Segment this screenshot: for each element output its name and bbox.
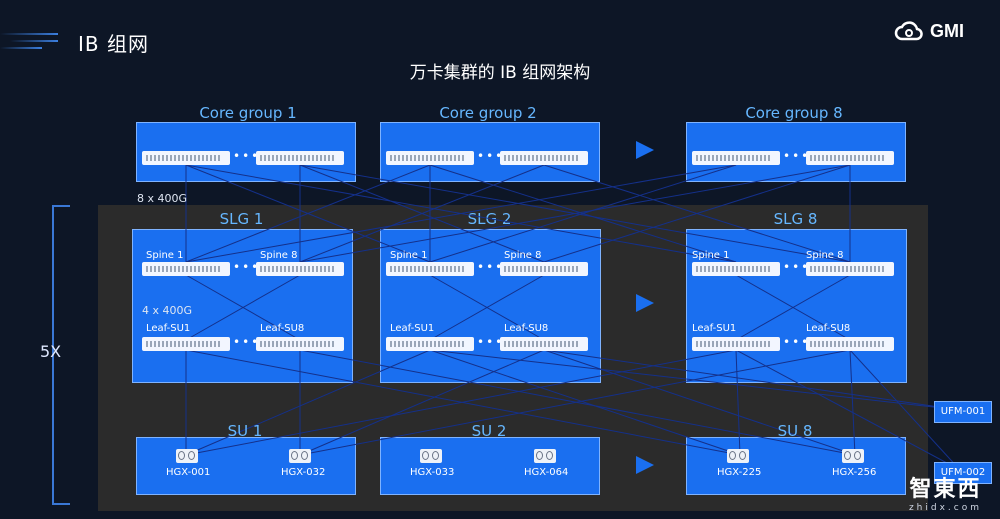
ellipsis: ••• bbox=[783, 335, 811, 349]
leaf-label: Leaf-SU1 bbox=[390, 323, 435, 334]
pod-bracket bbox=[52, 205, 72, 505]
spine-switch bbox=[386, 262, 474, 276]
ellipsis: ••• bbox=[477, 149, 505, 163]
header-decoration bbox=[10, 40, 58, 42]
gpu-server-icon bbox=[420, 449, 442, 463]
core-group-title: Core group 2 bbox=[439, 104, 537, 122]
spine-label: Spine 8 bbox=[504, 250, 542, 261]
gpu-server-icon bbox=[534, 449, 556, 463]
slg-title: SLG 1 bbox=[219, 210, 264, 228]
arrow-right-icon bbox=[636, 456, 654, 474]
spine-switch bbox=[692, 262, 780, 276]
watermark-main: 智東西 bbox=[909, 477, 982, 502]
header-decoration bbox=[0, 33, 58, 35]
watermark: 智東西 zhidx.com bbox=[909, 471, 982, 513]
su-title: SU 8 bbox=[777, 422, 813, 440]
slg-title: SLG 8 bbox=[773, 210, 818, 228]
core-switch bbox=[500, 151, 588, 165]
leaf-label: Leaf-SU1 bbox=[692, 323, 737, 334]
gpu-server-icon bbox=[727, 449, 749, 463]
spine-label: Spine 1 bbox=[692, 250, 730, 261]
su-title: SU 1 bbox=[227, 422, 263, 440]
gpu-server-icon bbox=[842, 449, 864, 463]
arrow-right-icon bbox=[636, 294, 654, 312]
gpu-server-icon bbox=[176, 449, 198, 463]
hgx-label: HGX-033 bbox=[410, 467, 455, 478]
leaf-switch bbox=[500, 337, 588, 351]
core-group-title: Core group 1 bbox=[199, 104, 297, 122]
spine-label: Spine 8 bbox=[806, 250, 844, 261]
spine-link-label: 4 x 400G bbox=[142, 304, 193, 317]
su-title: SU 2 bbox=[471, 422, 507, 440]
spine-switch bbox=[806, 262, 894, 276]
hgx-label: HGX-256 bbox=[832, 467, 877, 478]
ellipsis: ••• bbox=[783, 149, 811, 163]
spine-label: Spine 1 bbox=[390, 250, 428, 261]
ellipsis: ••• bbox=[477, 260, 505, 274]
leaf-switch bbox=[692, 337, 780, 351]
ellipsis: ••• bbox=[233, 260, 261, 274]
core-switch bbox=[692, 151, 780, 165]
ufm-box: UFM-001 bbox=[934, 401, 992, 423]
arrow-right-icon bbox=[636, 141, 654, 159]
hgx-label: HGX-001 bbox=[166, 467, 211, 478]
diagram-title: 万卡集群的 IB 组网架构 bbox=[409, 63, 591, 83]
cloud-icon bbox=[894, 21, 923, 41]
leaf-switch bbox=[386, 337, 474, 351]
core-link-label: 8 x 400G bbox=[137, 192, 188, 205]
su-box bbox=[686, 437, 906, 495]
brand-logo: GMI bbox=[894, 20, 964, 42]
leaf-label: Leaf-SU1 bbox=[146, 323, 191, 334]
hgx-label: HGX-032 bbox=[281, 467, 326, 478]
core-group-title: Core group 8 bbox=[745, 104, 843, 122]
core-switch bbox=[386, 151, 474, 165]
leaf-switch bbox=[256, 337, 344, 351]
spine-label: Spine 8 bbox=[260, 250, 298, 261]
ellipsis: ••• bbox=[233, 149, 261, 163]
pod-multiplier: 5X bbox=[40, 342, 62, 361]
ellipsis: ••• bbox=[783, 260, 811, 274]
ellipsis: ••• bbox=[233, 335, 261, 349]
ufm-box: UFM-002 bbox=[934, 462, 992, 484]
spine-switch bbox=[142, 262, 230, 276]
core-switch bbox=[142, 151, 230, 165]
leaf-label: Leaf-SU8 bbox=[806, 323, 851, 334]
page-title: IB 组网 bbox=[78, 32, 149, 56]
spine-switch bbox=[500, 262, 588, 276]
leaf-switch bbox=[806, 337, 894, 351]
su-box bbox=[380, 437, 600, 495]
spine-switch bbox=[256, 262, 344, 276]
header-decoration bbox=[0, 47, 42, 49]
slg-box bbox=[132, 229, 353, 383]
spine-label: Spine 1 bbox=[146, 250, 184, 261]
core-switch bbox=[806, 151, 894, 165]
leaf-label: Leaf-SU8 bbox=[260, 323, 305, 334]
gpu-server-icon bbox=[289, 449, 311, 463]
brand-name: GMI bbox=[930, 20, 964, 41]
leaf-label: Leaf-SU8 bbox=[504, 323, 549, 334]
leaf-switch bbox=[142, 337, 230, 351]
ellipsis: ••• bbox=[477, 335, 505, 349]
watermark-sub: zhidx.com bbox=[908, 503, 982, 513]
core-switch bbox=[256, 151, 344, 165]
hgx-label: HGX-064 bbox=[524, 467, 569, 478]
hgx-label: HGX-225 bbox=[717, 467, 762, 478]
